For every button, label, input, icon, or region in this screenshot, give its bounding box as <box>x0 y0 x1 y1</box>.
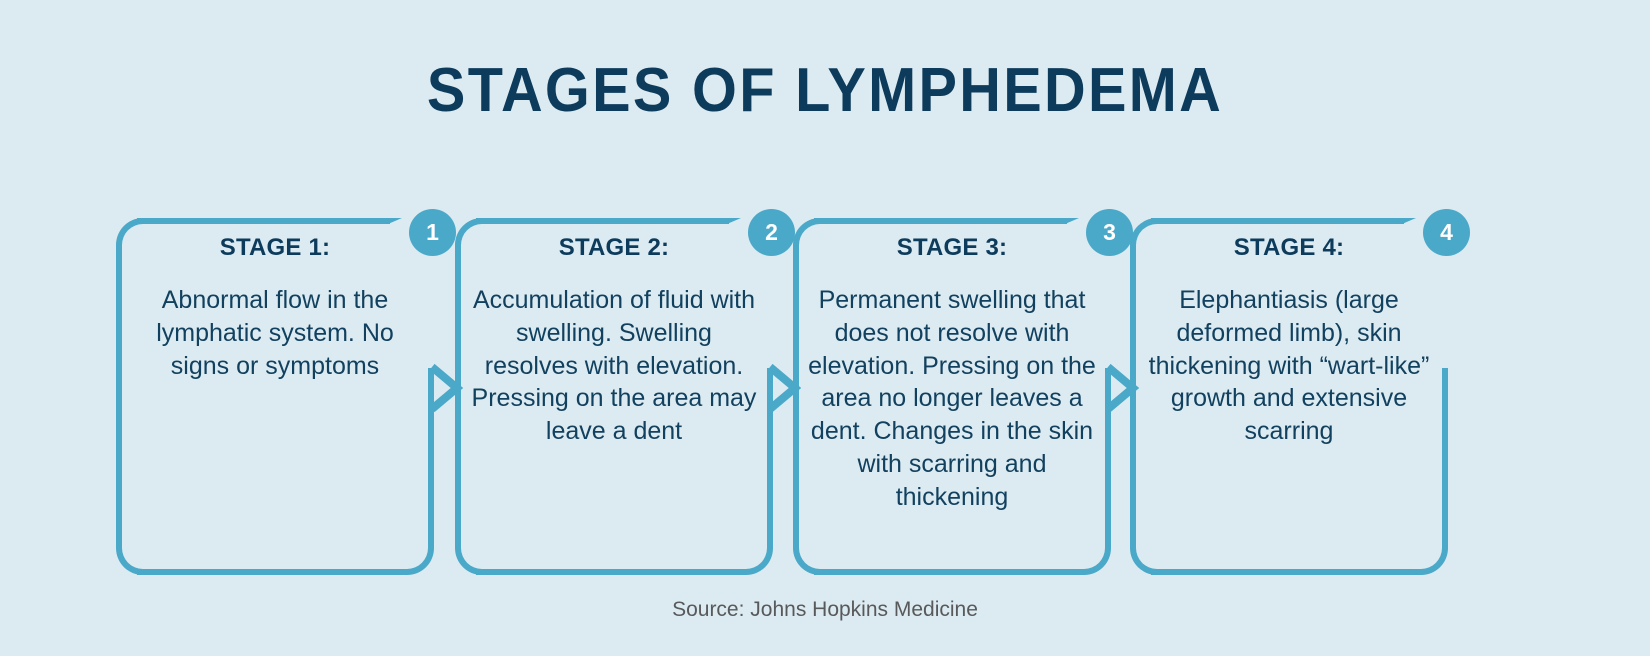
card-border-top <box>476 218 729 224</box>
stage-content: STAGE 2: Accumulation of fluid with swel… <box>469 234 759 448</box>
card-border-bottom <box>1151 569 1421 575</box>
stage-number-badge: 2 <box>748 209 795 256</box>
stage-number-badge: 3 <box>1086 209 1133 256</box>
stage-description: Permanent swelling that does not resolve… <box>808 286 1096 511</box>
card-border-top-cut <box>1065 218 1079 224</box>
card-border-top-cut <box>388 218 402 224</box>
stage-card-3: 3 STAGE 3: Permanent swelling that does … <box>793 209 1133 575</box>
stage-heading: STAGE 3: <box>896 234 1008 261</box>
card-border-top-cut <box>727 218 741 224</box>
card-border-top-cut <box>1402 218 1416 224</box>
card-border-bottom <box>476 569 746 575</box>
stage-card-1: 1 STAGE 1: Abnormal flow in the lymphati… <box>116 209 456 575</box>
stage-description: Accumulation of fluid with swelling. Swe… <box>471 286 757 445</box>
card-border-top <box>137 218 390 224</box>
stage-description: Abnormal flow in the lymphatic system. N… <box>156 286 394 380</box>
stage-heading: STAGE 2: <box>558 234 670 261</box>
stage-heading: STAGE 1: <box>219 234 331 261</box>
card-border-top <box>814 218 1067 224</box>
stages-row: 1 STAGE 1: Abnormal flow in the lymphati… <box>0 209 1650 578</box>
page-title: STAGES OF LYMPHEDEMA <box>426 56 1224 125</box>
stage-heading: STAGE 4: <box>1233 234 1345 261</box>
source-attribution: Source: Johns Hopkins Medicine <box>672 598 978 621</box>
arrow-right-icon <box>1096 361 1146 415</box>
stage-content: STAGE 1: Abnormal flow in the lymphatic … <box>130 234 420 382</box>
arrow-right-icon <box>758 361 808 415</box>
stage-card-2: 2 STAGE 2: Accumulation of fluid with sw… <box>455 209 795 575</box>
stage-content: STAGE 3: Permanent swelling that does no… <box>807 234 1097 513</box>
card-border-top <box>1151 218 1404 224</box>
stage-card-4: 4 STAGE 4: Elephantiasis (large deformed… <box>1130 209 1470 575</box>
card-border-bottom <box>814 569 1084 575</box>
stage-description: Elephantiasis (large deformed limb), ski… <box>1148 286 1430 445</box>
arrow-right-icon <box>420 361 470 415</box>
stage-number-badge: 4 <box>1423 209 1470 256</box>
stage-number-badge: 1 <box>409 209 456 256</box>
card-border-bottom <box>137 569 407 575</box>
stage-content: STAGE 4: Elephantiasis (large deformed l… <box>1144 234 1434 448</box>
